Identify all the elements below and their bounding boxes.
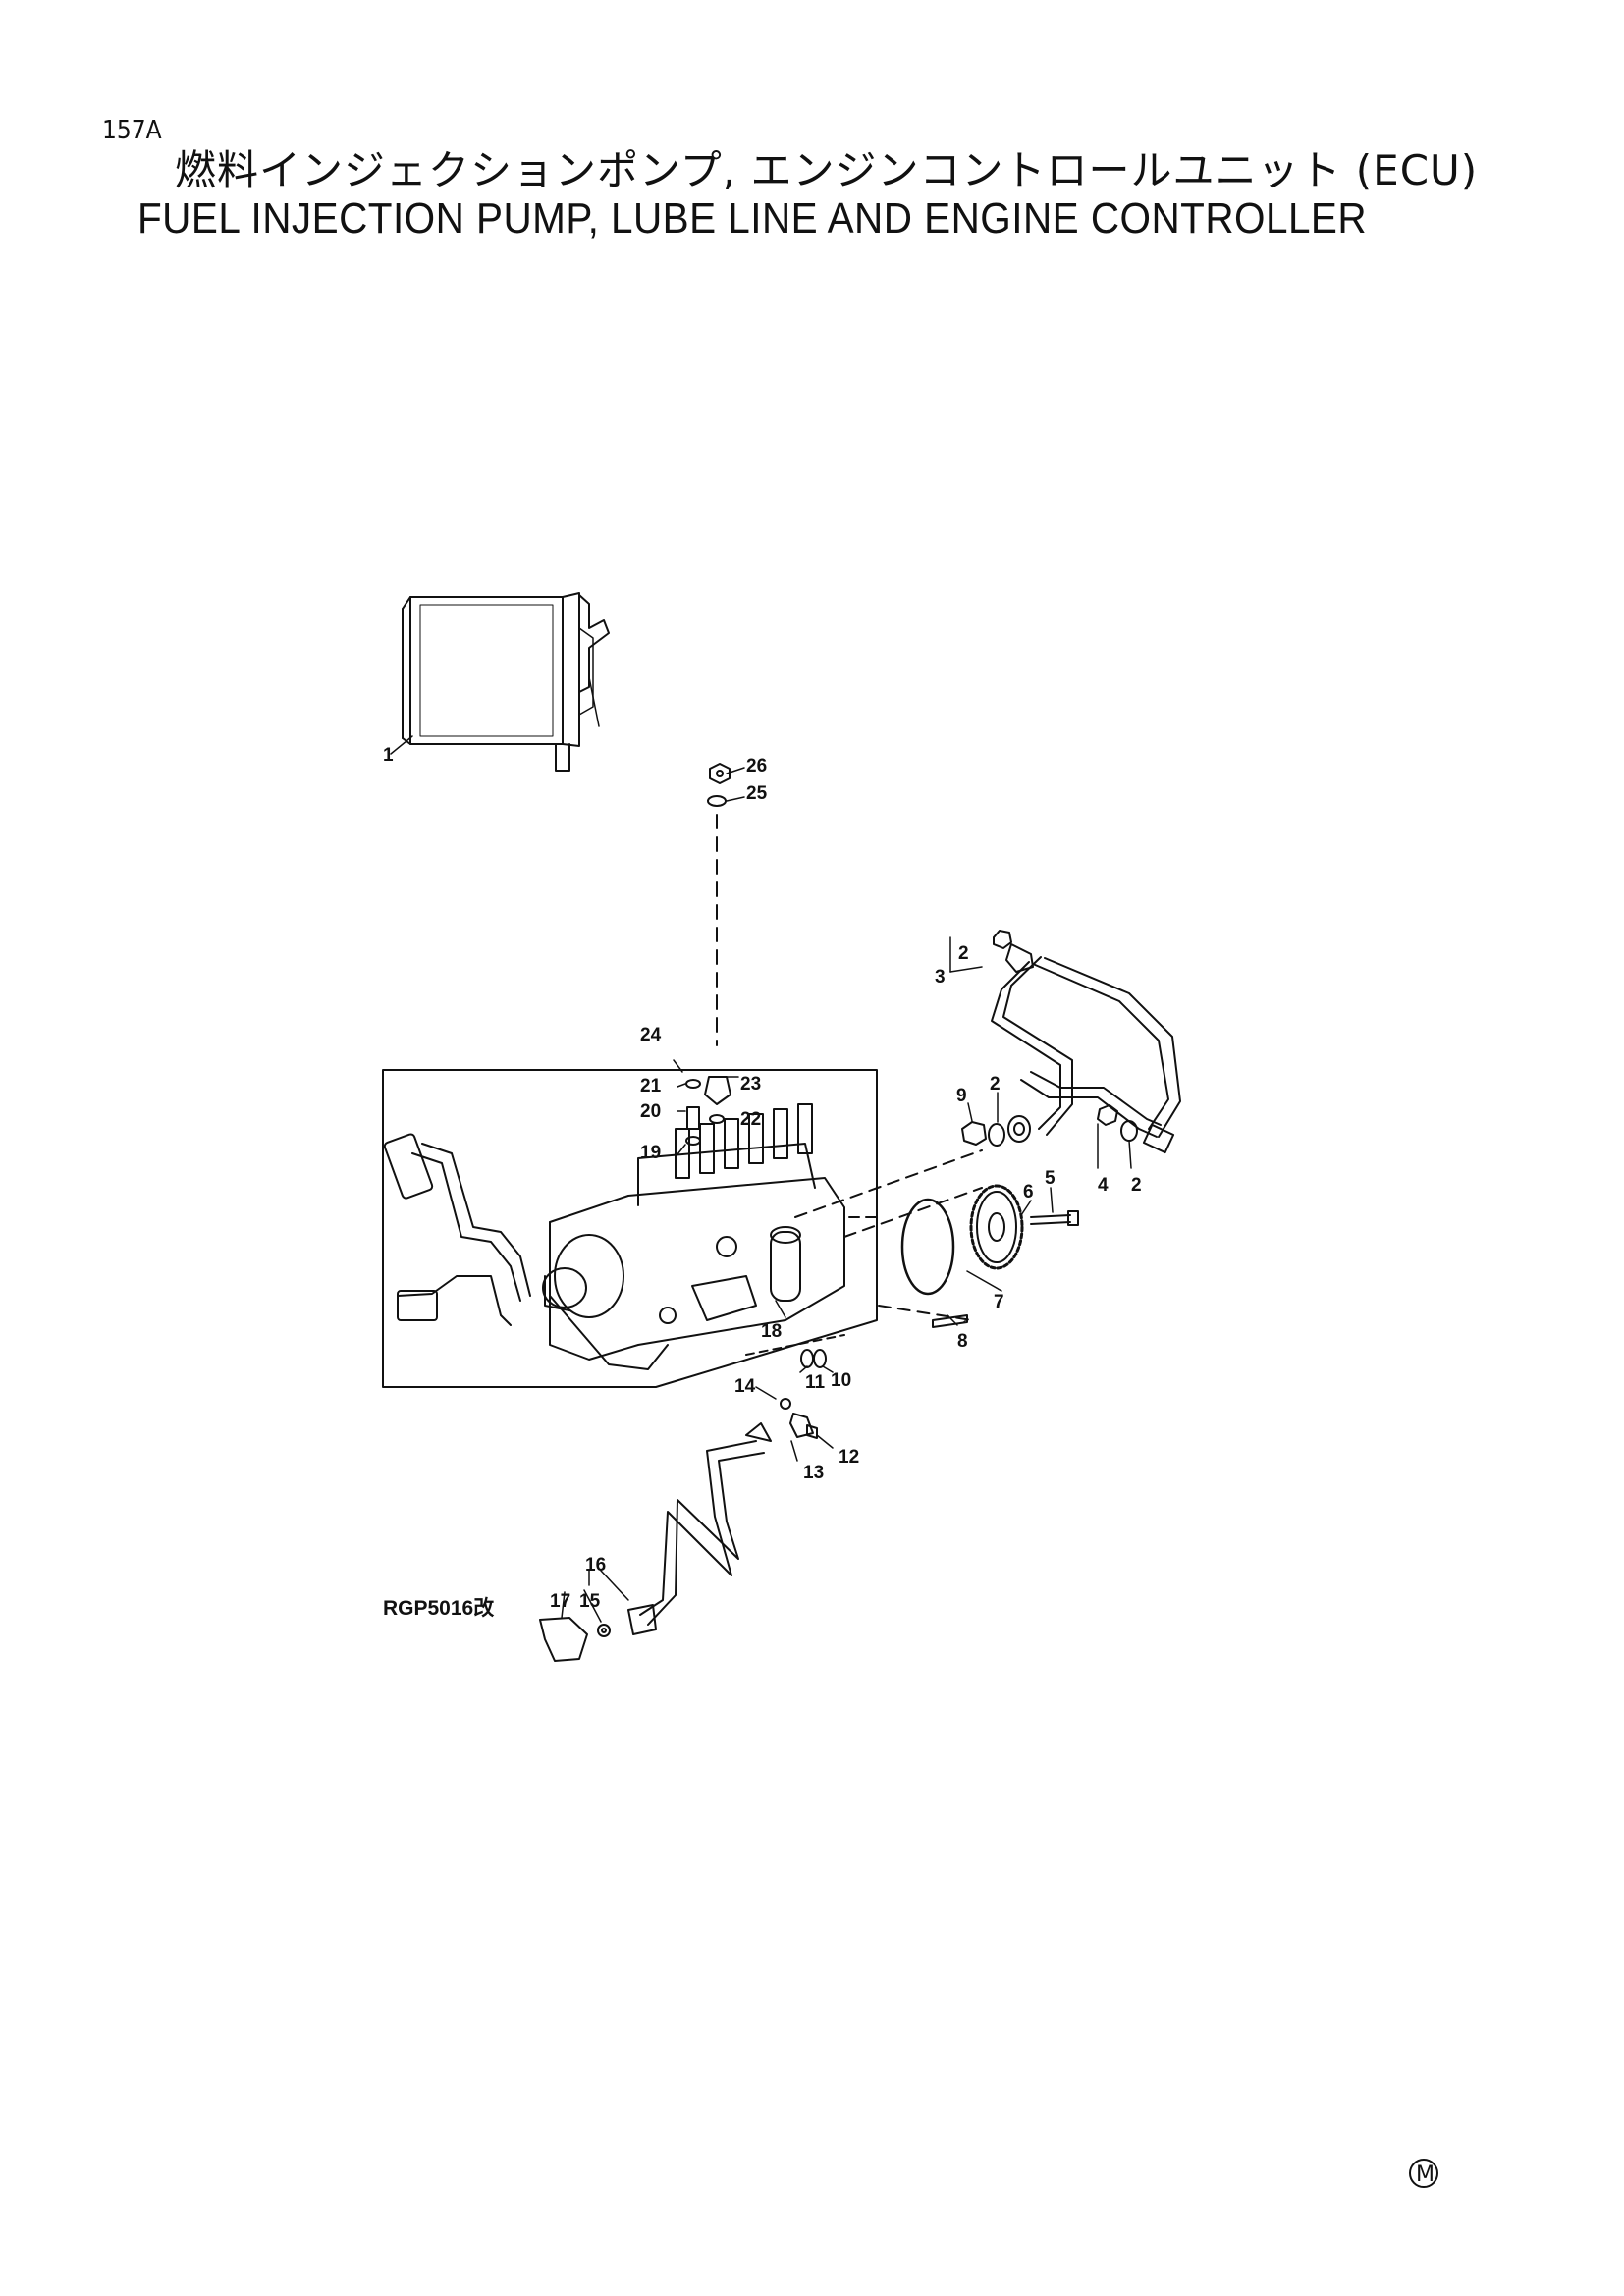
lower-lube-line-part (539, 1398, 818, 1662)
figure-code: RGP5016改 (383, 1596, 495, 1620)
callout-4: 4 (1098, 1175, 1109, 1196)
callout-2a: 2 (958, 943, 969, 964)
injection-pump-body (383, 1076, 983, 1370)
page-title-japanese: 燃料インジェクションポンプ, エンジンコントロールユニット (ECU) (175, 146, 1479, 194)
callout-21: 21 (640, 1076, 662, 1096)
callout-11: 11 (805, 1372, 826, 1393)
callout-16: 16 (585, 1555, 606, 1575)
fittings-parts (961, 1104, 1138, 1169)
callout-7: 7 (994, 1292, 1004, 1312)
ecu-controller-part (390, 592, 610, 772)
callout-17: 17 (550, 1591, 570, 1612)
callout-5: 5 (1045, 1168, 1056, 1189)
callout-24: 24 (640, 1025, 662, 1045)
callout-labels: 1 26 25 2 3 24 21 23 20 22 19 9 2 5 6 4 … (383, 745, 1435, 2187)
callout-9: 9 (956, 1086, 967, 1106)
callout-12: 12 (839, 1447, 859, 1468)
callout-8: 8 (957, 1331, 968, 1352)
callout-19: 19 (640, 1143, 661, 1163)
callout-26: 26 (746, 756, 767, 776)
callout-20: 20 (640, 1101, 661, 1122)
callout-18: 18 (761, 1321, 782, 1342)
callout-14: 14 (734, 1376, 756, 1397)
callout-3: 3 (935, 967, 946, 988)
callout-2c: 2 (1131, 1175, 1142, 1196)
manufacturer-mark-circle (1409, 2159, 1438, 2188)
injection-pump-group-box (382, 1069, 878, 1388)
callout-13: 13 (803, 1463, 824, 1483)
page-title-english: FUEL INJECTION PUMP, LUBE LINE AND ENGIN… (137, 194, 1368, 242)
callout-6: 6 (1023, 1182, 1034, 1202)
callout-2b: 2 (990, 1074, 1001, 1095)
upper-lube-line-part (949, 930, 1181, 1154)
page-number: 157A (102, 116, 162, 145)
callout-25: 25 (746, 783, 768, 804)
drive-gear-parts (900, 1184, 1079, 1328)
callout-1: 1 (383, 745, 394, 766)
callout-10: 10 (831, 1370, 851, 1391)
plug-and-washer-parts (707, 763, 745, 1046)
manufacturer-mark: M (1416, 2163, 1435, 2187)
callout-23: 23 (740, 1074, 761, 1095)
callout-22: 22 (740, 1109, 761, 1130)
callout-15: 15 (579, 1591, 601, 1612)
leader-lines (561, 1059, 1054, 1623)
